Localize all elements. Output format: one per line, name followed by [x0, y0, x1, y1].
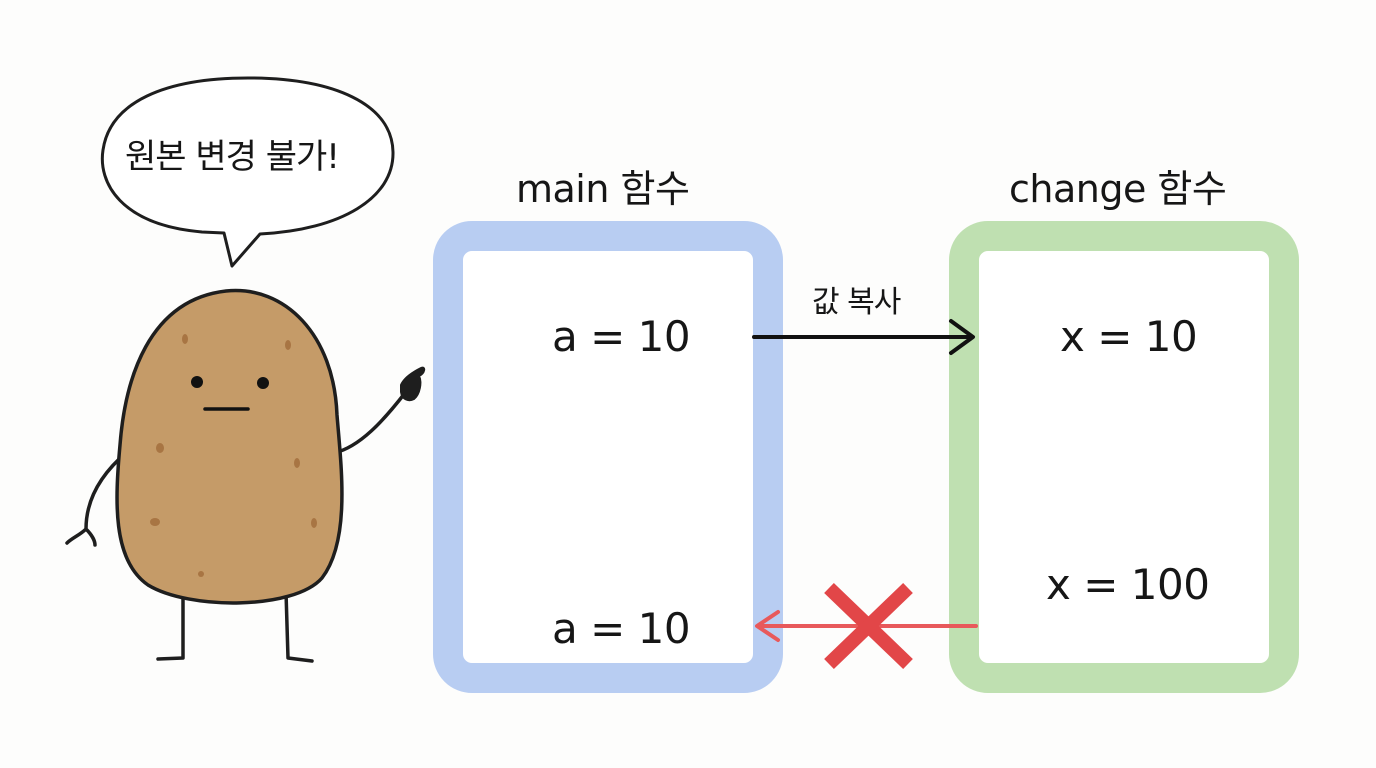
speech-bubble-text: 원본 변경 불가!	[125, 137, 340, 177]
change-function-title: change 함수	[1009, 167, 1227, 211]
main-bottom-value: a = 10	[552, 604, 691, 653]
copy-arrow-label: 값 복사	[812, 285, 901, 320]
blocked-cross-icon	[824, 582, 913, 670]
speech-bubble	[100, 76, 395, 268]
potato-body	[115, 288, 344, 605]
left-arm	[65, 450, 129, 547]
left-eye	[191, 376, 203, 388]
copy-arrow	[752, 319, 975, 355]
right-arm	[332, 391, 407, 455]
main-function-box	[433, 221, 783, 693]
change-bottom-value: x = 100	[1046, 560, 1210, 609]
right-leg	[284, 590, 314, 663]
left-leg	[156, 591, 185, 661]
change-function-box	[949, 221, 1299, 693]
right-eye	[257, 377, 269, 389]
potato-spots	[150, 334, 317, 577]
change-top-value: x = 10	[1060, 312, 1198, 361]
pointing-hand	[400, 366, 426, 402]
main-function-title: main 함수	[516, 167, 690, 211]
main-top-value: a = 10	[552, 312, 691, 361]
potato-character	[65, 288, 426, 663]
